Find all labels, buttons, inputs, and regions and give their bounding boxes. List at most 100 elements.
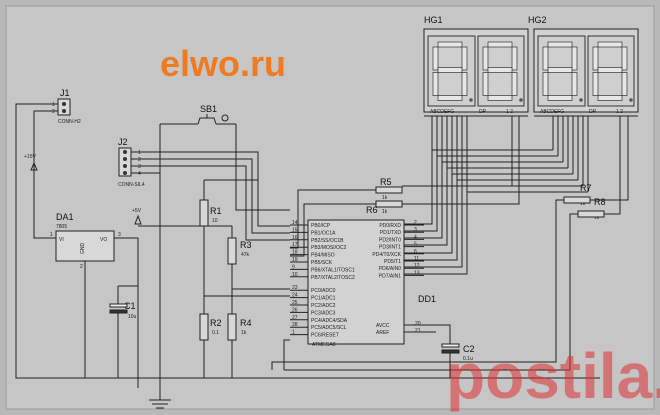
segment-0-0: [437, 41, 463, 48]
mcu-right-pin-num: 11: [414, 256, 419, 262]
segment-2-4: [542, 72, 549, 96]
svg-text:AVCC: AVCC: [376, 323, 390, 329]
resistor-r2: R2 0.1: [199, 313, 222, 378]
svg-text:3: 3: [118, 232, 121, 238]
wire-j2-3: [131, 165, 290, 241]
segment-2-0: [547, 41, 573, 48]
svg-text:4: 4: [138, 171, 141, 177]
decimal-point-2: [579, 98, 583, 102]
wire-j2-2: [131, 158, 290, 234]
svg-text:VI: VI: [59, 237, 64, 243]
segment-0-1: [461, 46, 468, 71]
mcu-ref: DD1: [418, 294, 436, 304]
display-hg1-digits-label: 1 2: [506, 109, 513, 115]
mcu-left-pin-name: PC6/RESET: [311, 333, 339, 339]
mcu-right-pin-name: PD1/TXD: [380, 230, 402, 236]
mcu-left-pin-name: PC4/ADC4/SDA: [311, 318, 348, 324]
resistor-r8: R8 1k: [284, 197, 606, 371]
mcu-left-pin-name: PB3/MOSI/OC2: [311, 245, 347, 251]
resistor-r8-ref: R8: [594, 197, 606, 207]
segment-3-0: [597, 41, 623, 48]
segment-3-1: [621, 46, 628, 71]
capacitor-c2: C2 0.1u: [441, 343, 475, 378]
svg-text:20: 20: [415, 321, 421, 327]
resistor-r7-ref: R7: [580, 183, 592, 193]
mcu-left-pin-num: 16: [292, 235, 298, 241]
label-15v: +15V: [24, 154, 36, 160]
regulator-da1: DA1 7805 VI VO GND 1 3 2: [50, 212, 121, 270]
svg-text:2: 2: [52, 109, 55, 115]
segment-1-2: [511, 72, 518, 96]
resistor-r4: R4 1k: [227, 313, 252, 378]
segment-1-4: [482, 72, 489, 96]
display-bus-wires: [402, 116, 629, 275]
mcu-right-pin-name: PD4/T0/XCK: [372, 252, 401, 258]
segment-3-4: [592, 72, 599, 96]
capacitor-c1-ref: C1: [124, 301, 136, 311]
mcu-left-pin-name: PB5/SCK: [311, 260, 333, 266]
resistor-r4-value: 1k: [241, 330, 247, 336]
svg-text:21: 21: [415, 328, 421, 334]
capacitor-c1-value: 10u: [128, 314, 137, 320]
resistor-r3: R3 47k: [227, 226, 252, 314]
svg-text:2: 2: [138, 157, 141, 163]
segment-2-2: [571, 72, 578, 96]
segment-1-6: [487, 67, 513, 73]
segment-2-3: [547, 95, 573, 101]
segment-0-3: [437, 95, 463, 101]
resistor-r3-value: 47k: [241, 252, 250, 258]
resistor-r5: R5 1k: [290, 177, 403, 249]
segment-3-6: [597, 67, 623, 73]
mcu-left-pin-name: PB1/OC1A: [311, 230, 336, 236]
segment-2-5: [542, 46, 549, 71]
resistor-r4-ref: R4: [240, 318, 252, 328]
power-arrow-15v: [30, 161, 38, 171]
mcu-left-pin-num: 23: [292, 285, 298, 291]
mcu-right-pin-name: PD0/RXD: [379, 223, 401, 229]
mcu-left-pin-num: 26: [292, 307, 298, 313]
resistor-r7-value: 1k: [580, 201, 586, 207]
connector-j2-type: CONN-SIL4: [118, 182, 145, 188]
mcu-left-pin-num: 10: [292, 272, 298, 278]
mcu-right-pin-num: 4: [414, 234, 417, 240]
wire-j1-vin: [33, 110, 58, 239]
segment-2-6: [547, 67, 573, 73]
svg-text:1: 1: [52, 102, 55, 108]
mcu-right-pin-num: 6: [414, 249, 417, 255]
segment-3-5: [592, 46, 599, 71]
resistor-r3-ref: R3: [240, 240, 252, 250]
connector-j1-type: CONN-H2: [58, 119, 81, 125]
svg-text:VO: VO: [100, 237, 107, 243]
svg-text:2: 2: [80, 264, 83, 270]
mcu-left-pin-num: 9: [292, 264, 295, 270]
mcu-left-pin-num: 19: [292, 257, 298, 263]
svg-text:3: 3: [138, 164, 141, 170]
brand-logo: elwo.ru: [160, 43, 286, 84]
segment-0-6: [437, 67, 463, 73]
mcu-right-pin-num: 5: [414, 242, 417, 248]
resistor-r6-value: 1k: [382, 209, 388, 215]
display-hg2-seg-label: ABCDEFG: [540, 109, 564, 115]
mcu-body: [307, 219, 405, 345]
mcu-left-pin-name: PB4/MISO: [311, 253, 335, 259]
mcu-left-pin-name: PC3/ADC3: [311, 310, 336, 316]
resistor-r8-value: 1k: [594, 215, 600, 221]
mcu-right-pin-name: PD5/T1: [384, 259, 401, 265]
connector-j1-ref: J1: [60, 88, 70, 98]
decimal-point-3: [629, 98, 633, 102]
mcu-left-pin-num: 18: [292, 250, 298, 256]
decimal-point-0: [469, 98, 473, 102]
mcu-right-pin-name: PD7/AIN1: [379, 273, 401, 279]
segment-2-1: [571, 46, 578, 71]
wire-gnd-rail: [272, 339, 600, 379]
mcu-part: ATMEGA8: [312, 342, 336, 348]
segment-0-4: [432, 72, 439, 96]
connector-j2: J2 1 2 3 4 CONN-SIL4: [118, 137, 145, 188]
mcu-right-pin-name: PD6/AIN0: [379, 266, 401, 272]
mcu-left-pin-num: 15: [292, 227, 298, 233]
mcu-left-pin-num: 28: [292, 322, 298, 328]
